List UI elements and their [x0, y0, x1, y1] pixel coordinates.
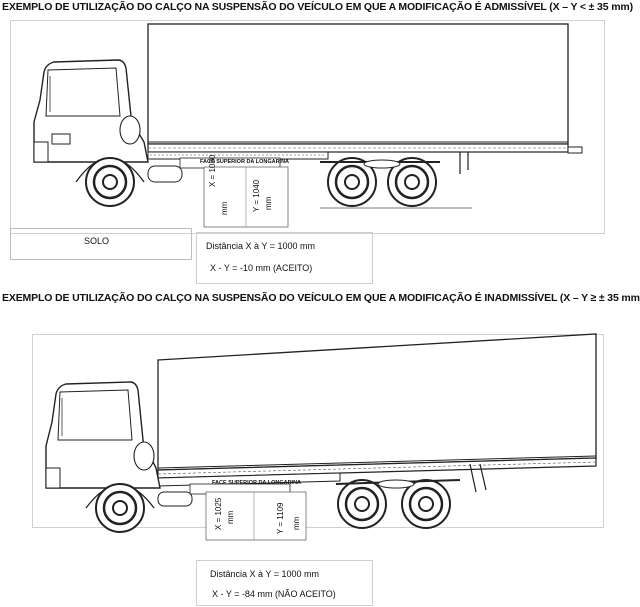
rear-wheel-1	[337, 479, 387, 529]
front-wheel	[85, 157, 135, 207]
example1-rail-label: FACE SUPERIOR DA LONGARINA	[200, 159, 290, 165]
example1-title: EXEMPLO DE UTILIZAÇÃO DO CALÇO NA SUSPEN…	[2, 1, 633, 13]
cargo-box	[157, 333, 597, 471]
front-wheel	[95, 483, 145, 533]
example2-measure-x: X = 1025	[214, 497, 223, 530]
example2-rail-label: FACE SUPERIOR DA LONGARINA	[212, 480, 302, 486]
example1-measure-y: Y = 1040	[252, 179, 261, 212]
example1-measure-x: X = 1030	[208, 155, 217, 187]
example2-result: X - Y = -84 mm (NÃO ACEITO)	[212, 589, 336, 599]
example2-frame	[32, 334, 604, 528]
example2-measure-x-unit: mm	[226, 510, 235, 524]
example1-info-box	[196, 232, 373, 284]
rear-wheel-2	[387, 157, 437, 207]
rear-wheel-1	[327, 157, 377, 207]
example1-measure-y-unit: mm	[264, 196, 273, 210]
example2-info-box	[196, 560, 373, 606]
example1-measure-x-value: X = 1030	[208, 154, 217, 187]
example2-measure-y-unit: mm	[292, 516, 301, 530]
example2-distance: Distância X à Y = 1000 mm	[210, 569, 319, 579]
example2-truck-drawing	[45, 333, 597, 541]
example1-result: X - Y = -10 mm (ACEITO)	[210, 263, 313, 273]
ground-label: SOLO	[84, 236, 110, 246]
example2-title: EXEMPLO DE UTILIZAÇÃO DO CALÇO NA SUSPEN…	[2, 292, 640, 304]
solo-box	[10, 228, 192, 260]
example1-truck-drawing	[33, 23, 583, 228]
measure-box	[205, 491, 307, 541]
example2-measure-y: Y = 1109	[276, 502, 285, 534]
example1-distance: Distância X à Y = 1000 mm	[206, 241, 315, 251]
rear-wheel-2	[401, 479, 451, 529]
cargo-box	[147, 23, 569, 145]
example1-frame	[10, 20, 605, 234]
example1-measure-x-unit: mm	[220, 201, 229, 215]
